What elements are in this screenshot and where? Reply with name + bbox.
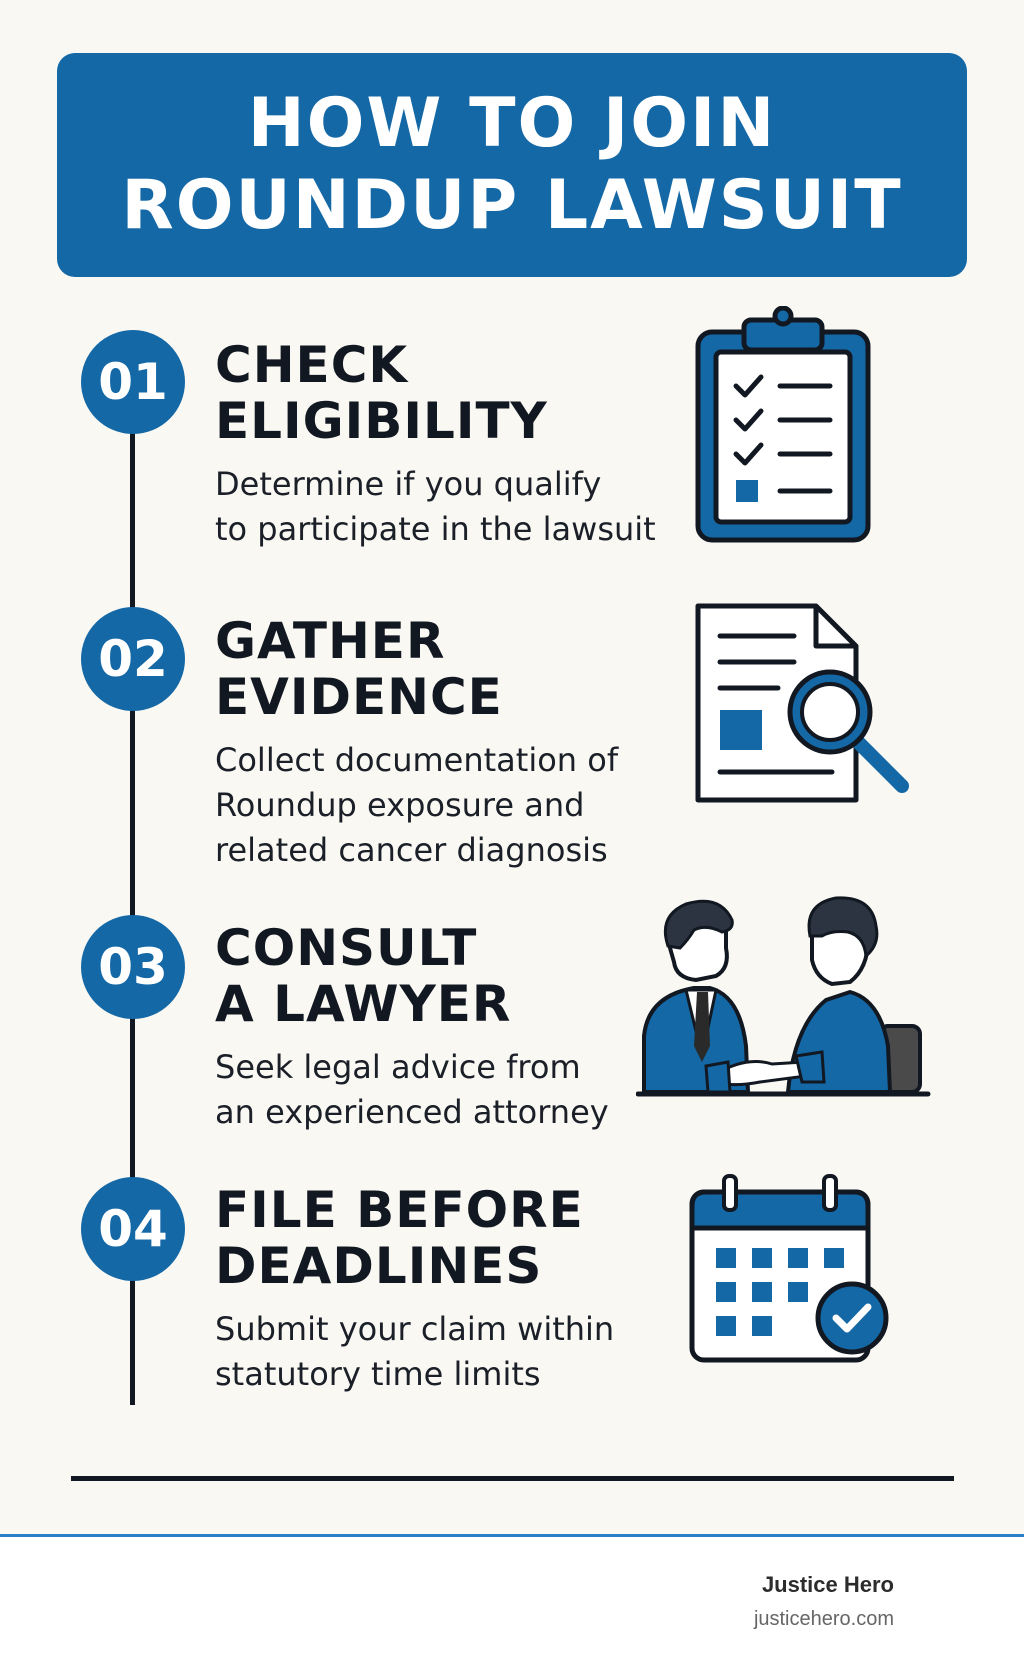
step-description: Collect documentation of Roundup exposur… (215, 741, 619, 869)
brand-url[interactable]: justicehero.com (753, 1608, 894, 1630)
calendar-check-icon (689, 1174, 889, 1363)
title-banner: HOW TO JOIN ROUNDUP LAWSUIT (57, 53, 967, 277)
step-title: CONSULT A LAWYER (215, 919, 512, 1033)
step-number-badge: 02 (81, 607, 185, 711)
step-number-badge: 01 (81, 330, 185, 434)
footer (0, 1537, 1024, 1666)
page-title: HOW TO JOIN ROUNDUP LAWSUIT (121, 84, 903, 245)
step-description: Seek legal advice from an experienced at… (215, 1048, 609, 1131)
step-number-badge: 03 (81, 915, 185, 1019)
timeline-line (130, 385, 135, 1405)
step-description: Submit your claim within statutory time … (215, 1310, 615, 1393)
step-title: FILE BEFORE DEADLINES (215, 1181, 584, 1295)
step-number-badge: 04 (81, 1177, 185, 1281)
footer-accent-line (0, 1534, 1024, 1537)
divider (71, 1476, 954, 1481)
clipboard-checklist-icon (695, 306, 871, 543)
step-title: CHECK ELIGIBILITY (215, 336, 548, 450)
document-search-icon (695, 603, 909, 803)
step-description: Determine if you qualify to participate … (215, 465, 656, 548)
step-title: GATHER EVIDENCE (215, 612, 503, 726)
brand-name: Justice Hero (761, 1572, 894, 1597)
lawyer-consultation-icon (636, 896, 931, 1097)
